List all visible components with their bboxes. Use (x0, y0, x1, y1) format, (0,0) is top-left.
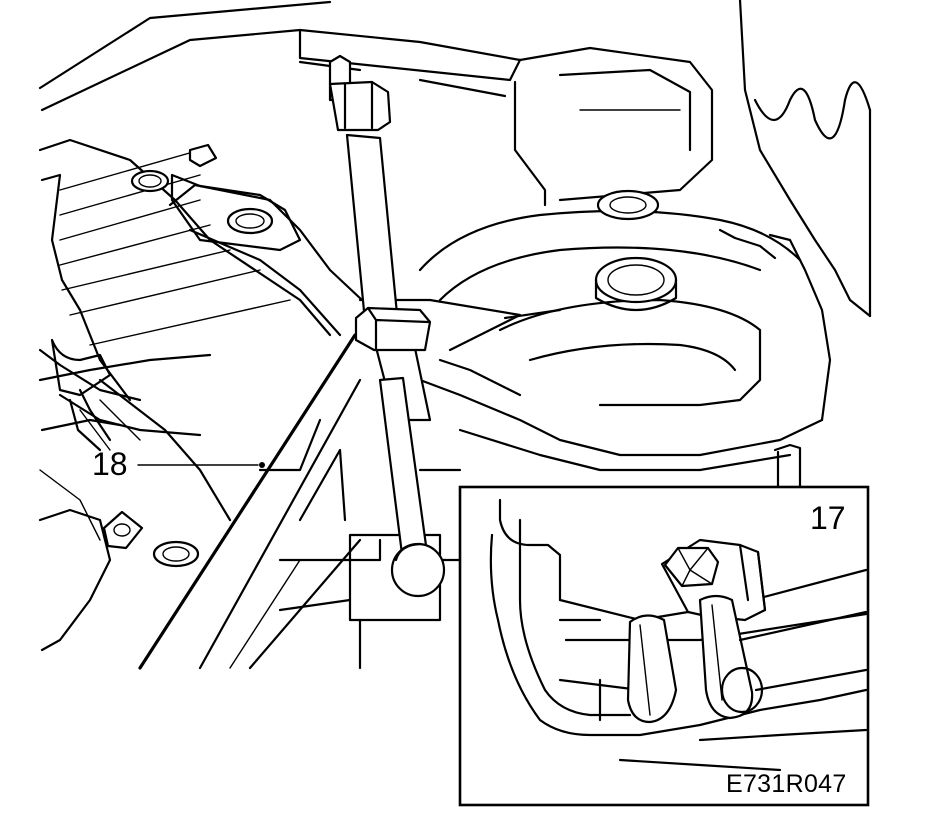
transmission-housing (38, 138, 332, 652)
figure-code: E731R047 (726, 770, 847, 798)
housing-bolts (102, 143, 302, 568)
callout-label-18: 18 (92, 446, 128, 482)
special-tool-rod (328, 54, 446, 598)
subframe (138, 333, 802, 670)
brake-disc (418, 189, 832, 472)
callout-label-17: 17 (810, 500, 846, 536)
detail-inset (458, 485, 870, 807)
body-outline (38, 0, 872, 318)
callout-leader-18 (137, 462, 265, 468)
wiring-harness (50, 338, 112, 452)
